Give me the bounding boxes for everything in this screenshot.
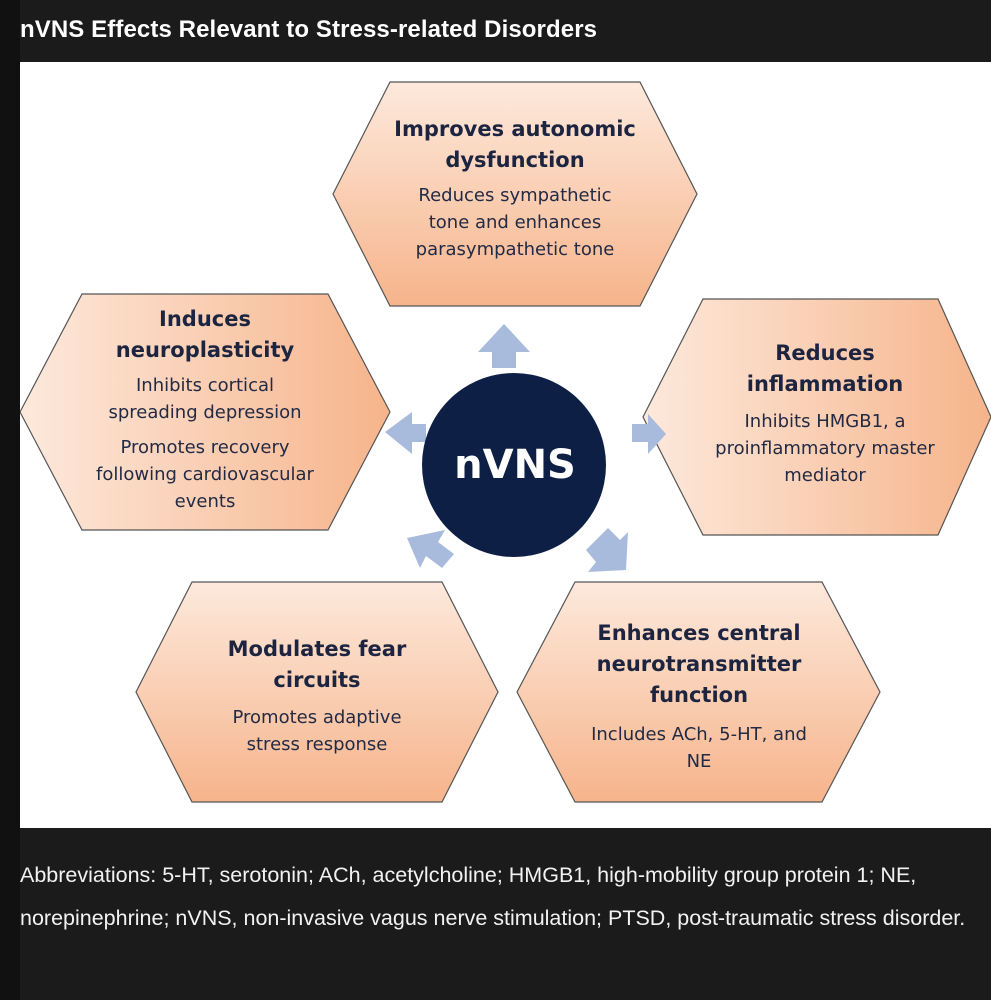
node-bottom-left-heading-line: Modulates fear — [227, 637, 407, 661]
hexagon-bottom-left — [135, 581, 499, 803]
node-right-text: Reduces inflammation Inhibits HMGB1, a p… — [670, 338, 980, 489]
node-right-heading-line: Reduces — [775, 341, 875, 365]
node-left-desc-line: events — [174, 491, 236, 512]
arrow-up-shape — [478, 324, 530, 368]
left-edge-strip — [0, 0, 20, 1000]
node-right-desc-line: mediator — [784, 465, 866, 486]
node-bottom-left-heading-line: circuits — [273, 668, 361, 692]
node-left-heading-line: neuroplasticity — [115, 338, 295, 362]
node-bottom-left-desc-line: stress response — [246, 734, 388, 755]
arrow-left — [385, 412, 426, 454]
node-bottom-left-text: Modulates fear circuits Promotes adaptiv… — [160, 634, 474, 758]
node-bottom-right-desc-line: NE — [686, 751, 712, 772]
node-bottom-right-text: Enhances central neurotransmitter functi… — [540, 618, 858, 775]
node-bottom-right-desc-line: Includes ACh, 5-HT, and — [591, 724, 807, 745]
node-top-text: Improves autonomic dysfunction Reduces s… — [340, 114, 690, 263]
arrow-down-left — [407, 530, 454, 568]
abbreviations-text: Abbreviations: 5-HT, serotonin; ACh, ace… — [20, 863, 966, 930]
header-bar: nVNS Effects Relevant to Stress-related … — [20, 0, 991, 62]
node-left-desc-line: following cardiovascular — [96, 464, 314, 485]
arrow-down-right — [586, 528, 628, 572]
node-top-heading-line: dysfunction — [445, 148, 585, 172]
hexagon-left — [20, 293, 391, 531]
footer-bar: Abbreviations: 5-HT, serotonin; ACh, ace… — [20, 828, 991, 1000]
node-left-desc-line: Inhibits cortical — [135, 375, 274, 396]
node-top-heading-line: Improves autonomic — [394, 117, 636, 141]
node-left-text: Induces neuroplasticity Inhibits cortica… — [50, 304, 360, 515]
node-right-desc-line: proinflammatory master — [715, 438, 935, 459]
node-top-desc-line: tone and enhances — [428, 212, 602, 233]
node-left-desc-line: spreading depression — [108, 402, 302, 423]
diagram-figure: nVNS Improves autonomic dysfunction Redu… — [20, 62, 991, 828]
center-label: nVNS — [454, 442, 576, 488]
arrow-right — [632, 414, 666, 454]
hexagon-right — [642, 298, 991, 536]
node-bottom-right-heading-line: neurotransmitter — [596, 652, 802, 676]
node-bottom-right-heading-line: function — [649, 683, 749, 707]
hexagon-top — [332, 81, 698, 307]
page-title: nVNS Effects Relevant to Stress-related … — [20, 16, 598, 43]
node-top-desc-line: parasympathetic tone — [415, 239, 615, 260]
node-bottom-left-desc-line: Promotes adaptive — [232, 707, 402, 728]
hexagon-bottom-right — [516, 581, 881, 803]
node-top-desc-line: Reduces sympathetic — [418, 185, 612, 206]
node-right-heading-line: inflammation — [746, 372, 904, 396]
center-circle — [422, 373, 606, 557]
diagram-graphic — [20, 81, 991, 803]
node-left-desc-line: Promotes recovery — [120, 437, 290, 458]
node-bottom-right-heading-line: Enhances central — [597, 621, 801, 645]
node-left-heading-line: Induces — [159, 307, 251, 331]
node-right-desc-line: Inhibits HMGB1, a — [744, 411, 906, 432]
